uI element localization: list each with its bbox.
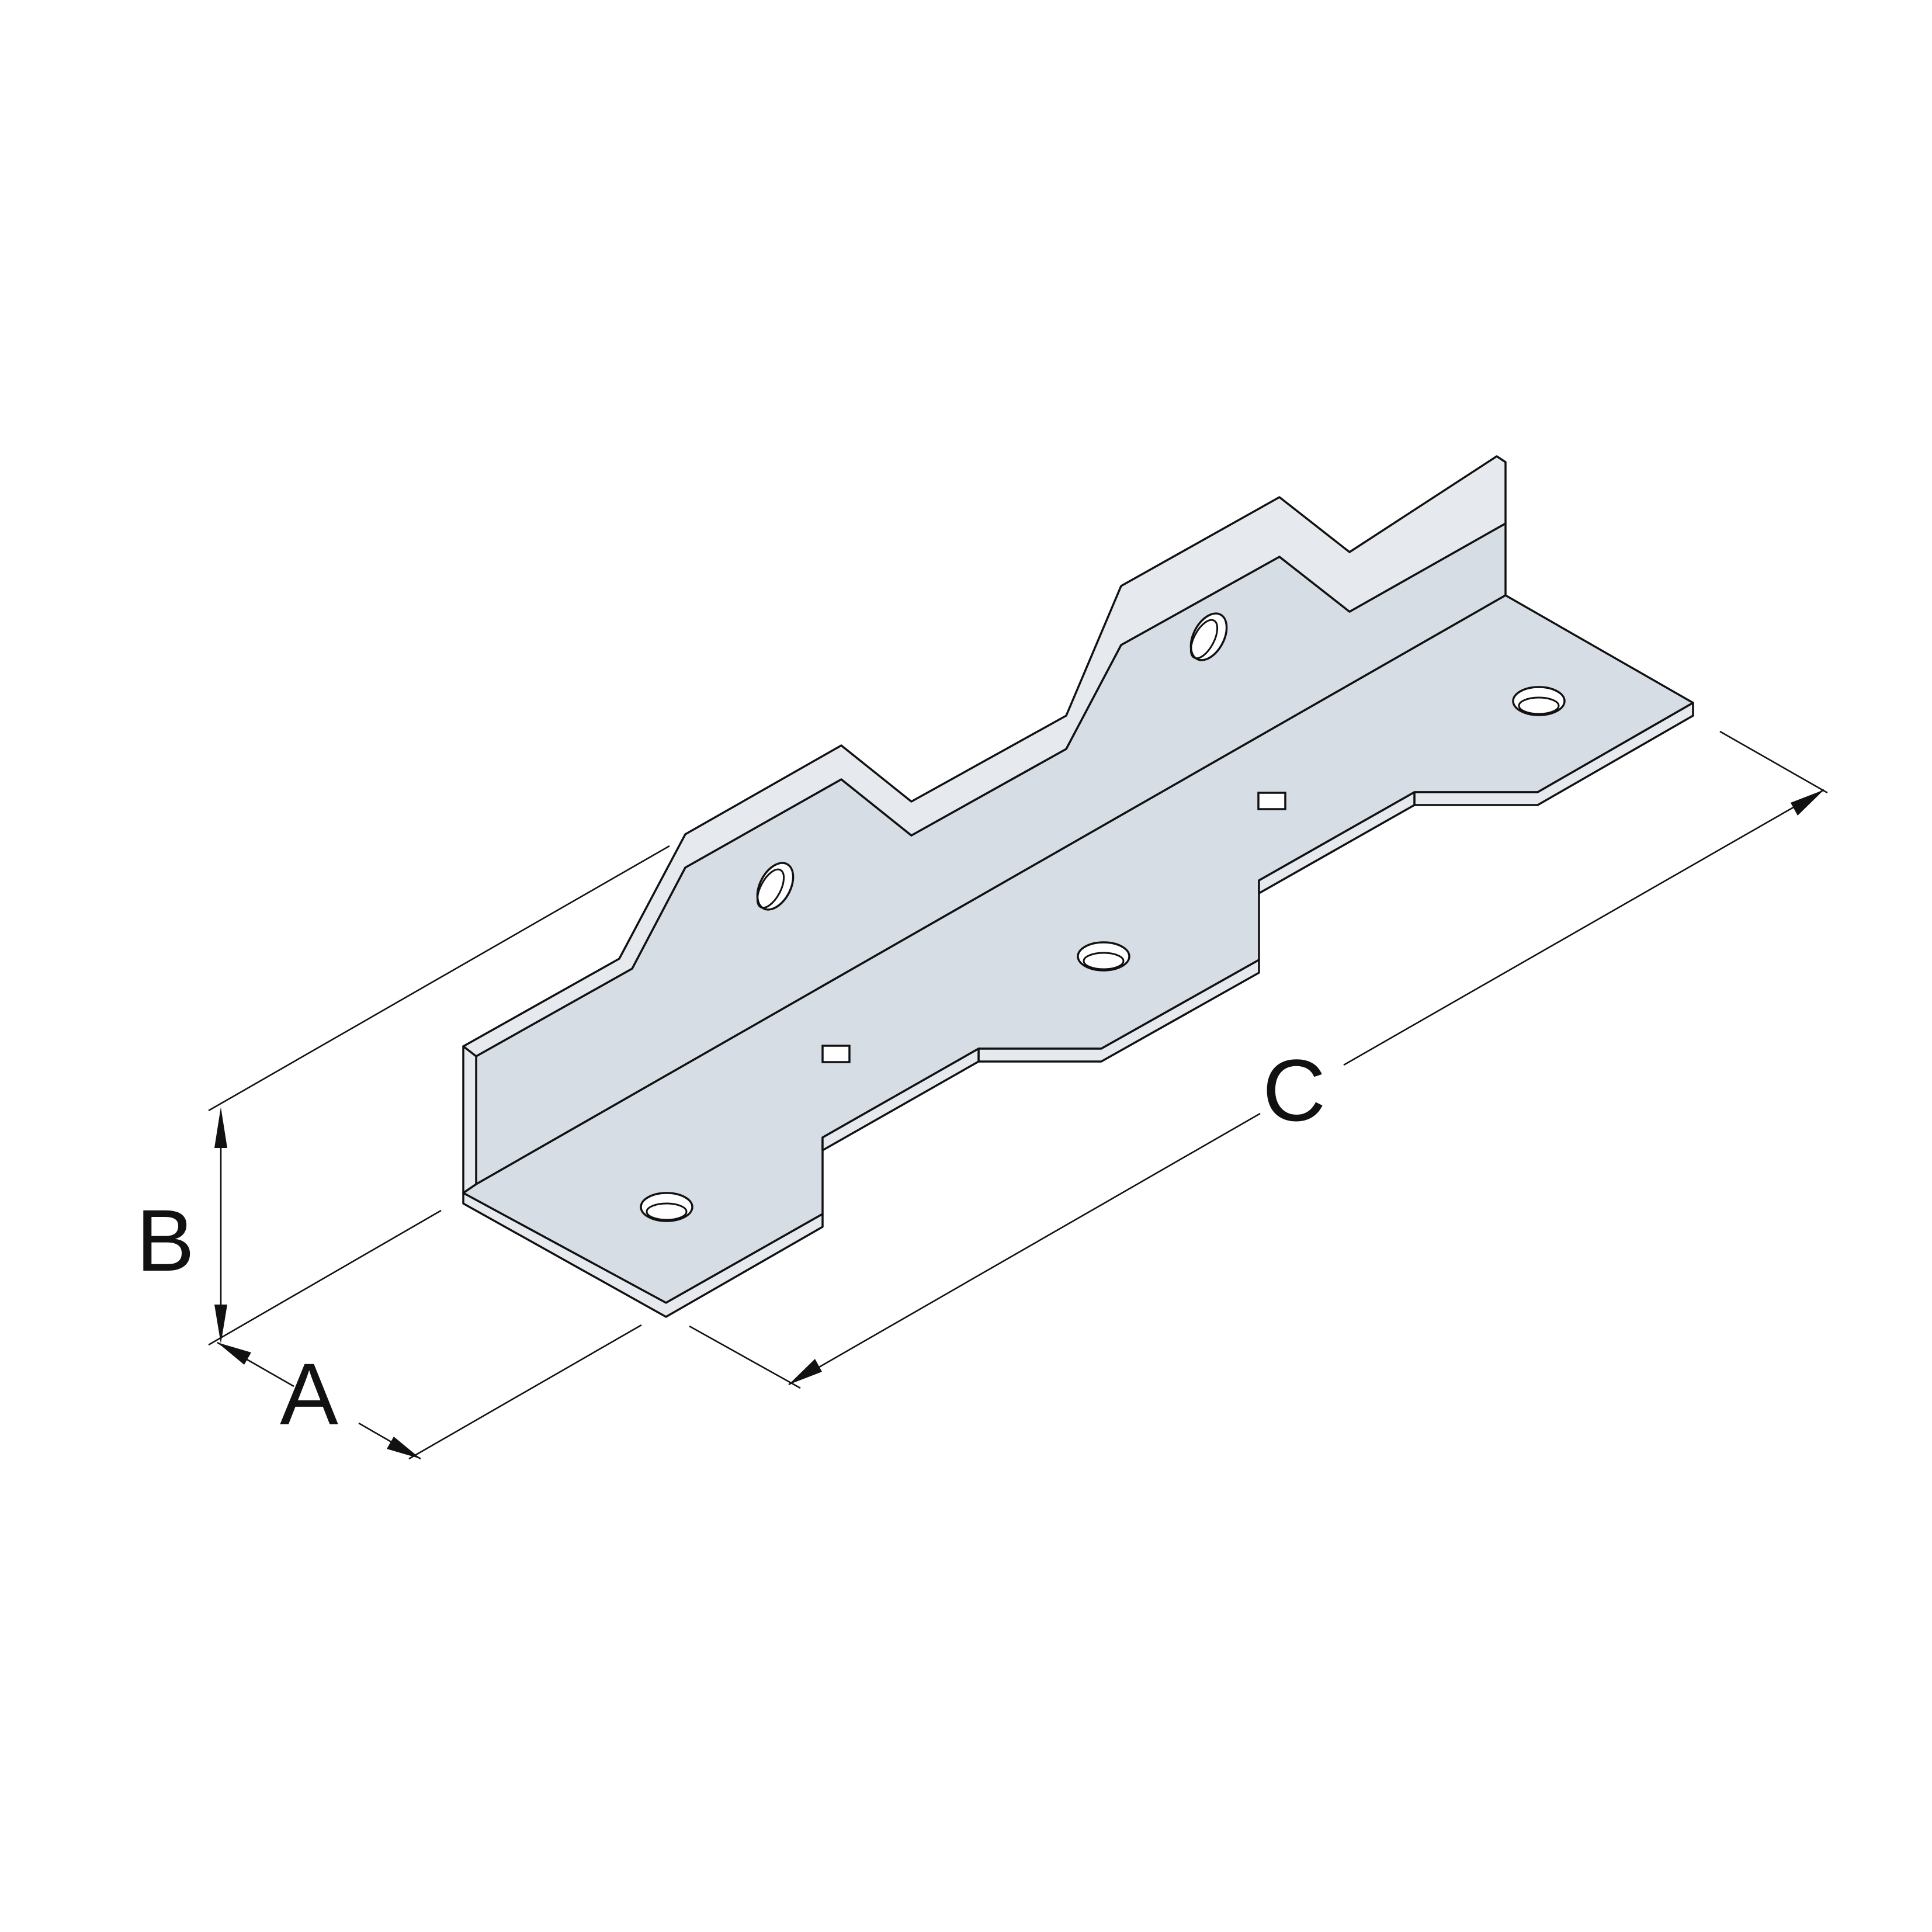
slot-2 [1257, 792, 1286, 810]
arrow-a-right [387, 1437, 421, 1459]
arrow-b-top [214, 1107, 227, 1148]
arrow-c-left [789, 1359, 822, 1385]
hole-horizontal-3 [1512, 686, 1566, 716]
horizontal-flange-notch-edge-2 [1258, 791, 1416, 894]
arrow-c-right [1791, 790, 1824, 816]
bracket [462, 455, 1694, 1318]
label-a: A [280, 1345, 338, 1443]
vertical-flange-end-edge [462, 1045, 477, 1194]
arrow-a-left [217, 1343, 251, 1365]
slot-1 [821, 1045, 851, 1063]
hole-vertical-1 [756, 862, 795, 911]
horizontal-flange-notch-edge-1 [821, 1047, 980, 1151]
vertical-flange [475, 522, 1507, 1185]
horizontal-flange-front-edge [462, 1192, 824, 1318]
dimension-b [208, 845, 670, 1346]
vertical-flange-top-edge [462, 455, 1507, 1057]
hole-horizontal-2 [1077, 941, 1130, 972]
hole-vertical-2 [1189, 612, 1228, 661]
bend-line [476, 594, 1506, 1185]
label-b: B [136, 1191, 195, 1289]
hole-horizontal-1 [640, 1192, 693, 1222]
label-c: C [1262, 1041, 1326, 1139]
arrow-b-bottom [214, 1305, 227, 1344]
dimension-c [689, 730, 1828, 1389]
dimension-a [217, 1324, 642, 1460]
